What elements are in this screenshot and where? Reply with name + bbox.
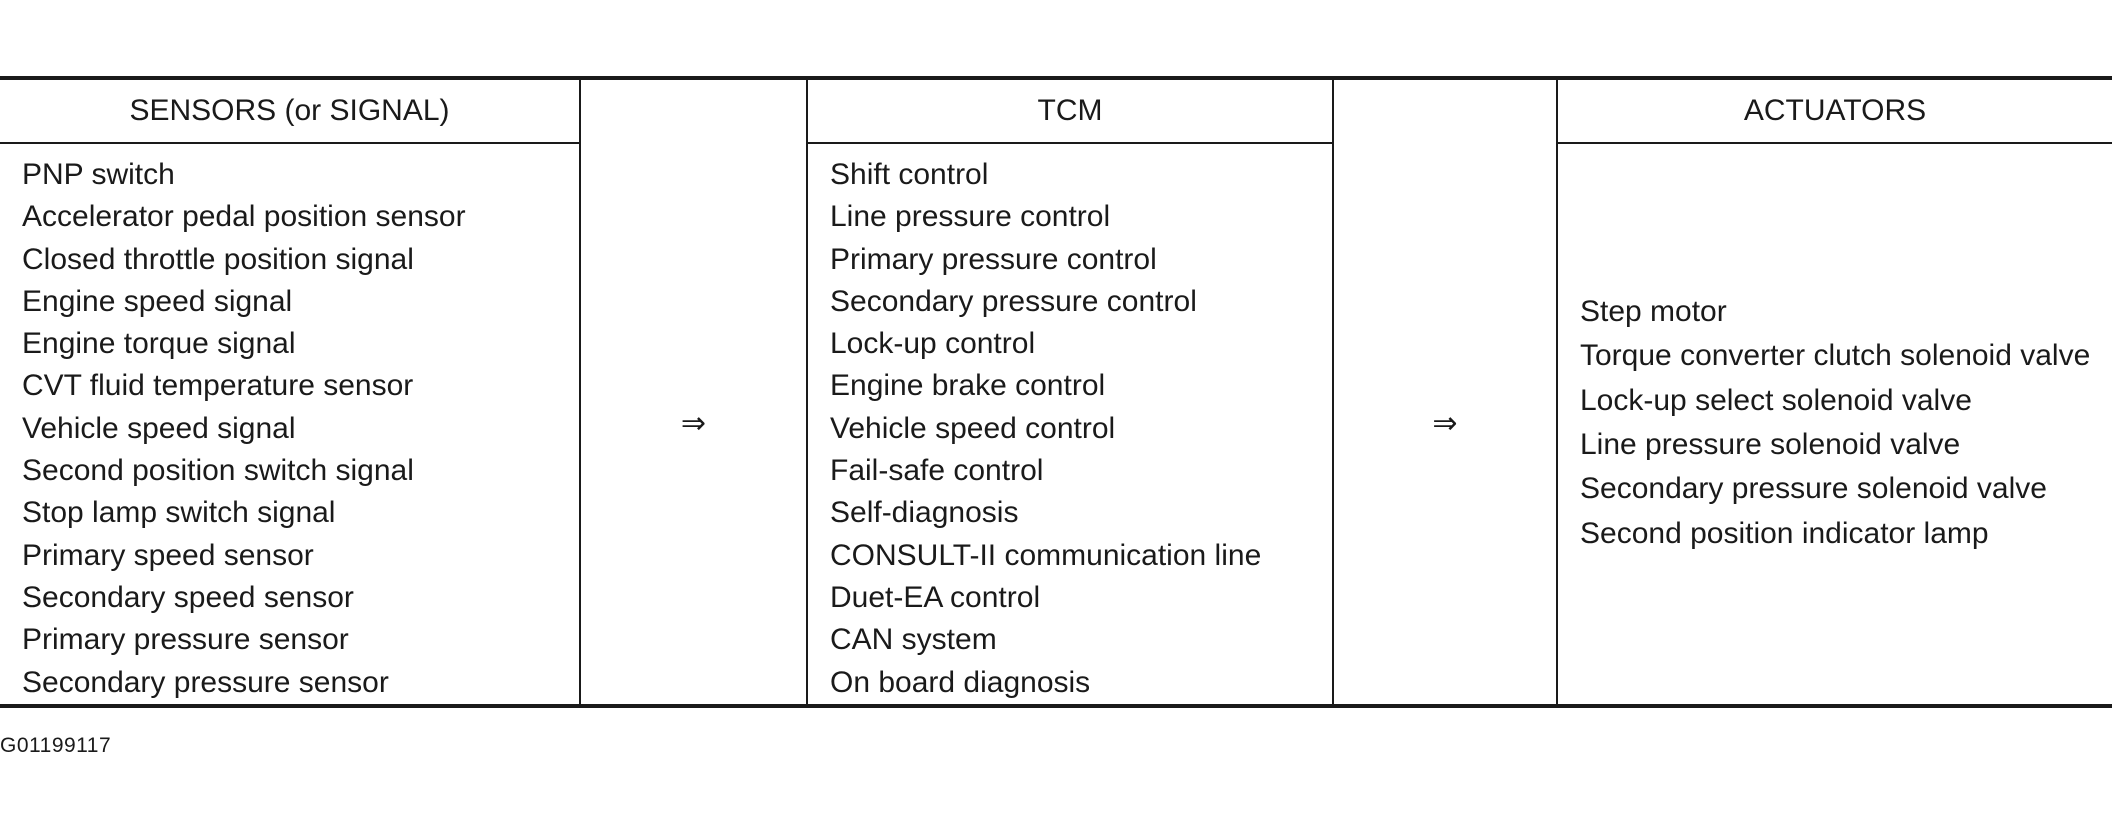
actuator-item: Lock-up select solenoid valve [1580,383,1972,417]
sensor-item: Secondary pressure sensor [22,665,389,699]
sensor-item: Primary pressure sensor [22,623,349,657]
sensor-item: PNP switch [22,158,175,191]
tcm-header: TCM [806,78,1334,144]
sensor-item: Vehicle speed signal [22,411,296,445]
right-double-arrow-icon: ⇒ [1432,407,1458,440]
tcm-function-item: Self-diagnosis [830,496,1019,530]
sensor-item: Secondary speed sensor [22,580,354,614]
right-double-arrow-icon: ⇒ [680,407,707,440]
arrow-header-spacer-2 [1332,78,1558,143]
sensors-header: SENSORS (or SIGNAL) [0,78,581,144]
actuators-column: Step motor Torque converter clutch solen… [1556,143,2112,706]
arrow-sensors-to-tcm: ⇒ [579,143,808,706]
sensor-item: CVT fluid temperature sensor [22,369,414,403]
actuator-item: Step motor [1580,295,1727,329]
tcm-function-item: Fail-safe control [830,454,1044,488]
tcm-function-item: Secondary pressure control [830,284,1197,318]
tcm-functions-list: Shift control Line pressure control Prim… [808,144,1332,704]
actuators-header: ACTUATORS [1556,78,2112,144]
tcm-function-item: Vehicle speed control [830,411,1116,445]
sensors-column: PNP switch Accelerator pedal position se… [0,143,581,706]
tcm-function-item: Primary pressure control [830,242,1157,276]
tcm-function-item: Engine brake control [830,369,1106,403]
sensor-item: Accelerator pedal position sensor [22,200,466,234]
sensor-item: Closed throttle position signal [22,242,414,276]
header-row: SENSORS (or SIGNAL) TCM ACTUATORS [0,78,2112,144]
tcm-function-item: On board diagnosis [830,665,1091,699]
sensor-item: Second position switch signal [22,454,414,488]
tcm-function-item: Shift control [830,158,989,191]
actuator-item: Secondary pressure solenoid valve [1580,472,2047,506]
input-output-table: SENSORS (or SIGNAL) TCM ACTUATORS PNP sw… [0,76,2112,708]
sensors-list: PNP switch Accelerator pedal position se… [0,144,579,704]
arrow-tcm-to-actuators: ⇒ [1332,143,1558,706]
tcm-function-item: CAN system [830,623,997,657]
tcm-column: Shift control Line pressure control Prim… [806,143,1334,706]
sensor-item: Engine speed signal [22,284,293,318]
arrow-header-spacer-1 [579,78,808,143]
tcm-function-item: Line pressure control [830,200,1111,234]
sensor-item: Stop lamp switch signal [22,496,336,530]
tcm-function-item: CONSULT-II communication line [830,538,1262,572]
tcm-function-item: Lock-up control [830,327,1036,361]
content-row: PNP switch Accelerator pedal position se… [0,143,2112,706]
actuator-item: Torque converter clutch solenoid valve [1580,339,2091,373]
actuator-item: Second position indicator lamp [1580,516,1989,550]
sensor-item: Engine torque signal [22,327,296,361]
figure-code: G01199117 [0,734,112,757]
actuators-list: Step motor Torque converter clutch solen… [1558,291,2112,555]
tcm-function-item: Duet-EA control [830,580,1041,614]
sensor-item: Primary speed sensor [22,538,314,572]
actuator-item: Line pressure solenoid valve [1580,428,1961,461]
